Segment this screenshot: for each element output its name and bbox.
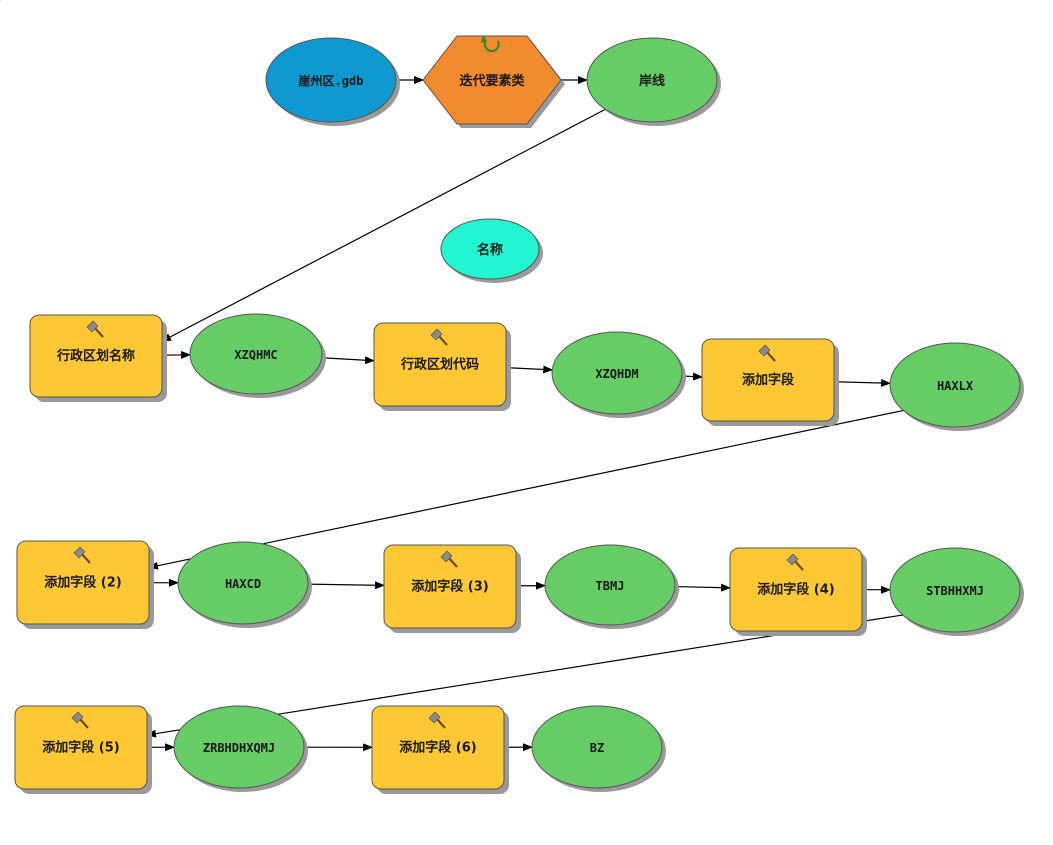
- tool-rect: [383, 544, 517, 629]
- tool-rect: [371, 705, 505, 790]
- node-d7[interactable]: ZRBHDHXQMJ: [173, 705, 308, 792]
- node-t2[interactable]: 行政区划代码: [373, 322, 511, 411]
- data-ellipse: [889, 547, 1021, 633]
- node-anxian[interactable]: 岸线: [586, 37, 721, 126]
- node-label: 崖州区.gdb: [299, 73, 364, 88]
- data-ellipse: [889, 342, 1021, 428]
- node-gdb[interactable]: 崖州区.gdb: [265, 37, 400, 126]
- hammer-icon: [73, 546, 91, 564]
- tool-rect: [16, 540, 150, 625]
- node-d1[interactable]: XZQHMC: [189, 313, 326, 398]
- node-label: ZRBHDHXQMJ: [203, 741, 275, 755]
- node-label: 添加字段 (2): [44, 575, 121, 591]
- node-label: 名称: [477, 242, 503, 258]
- node-t1[interactable]: 行政区划名称: [29, 314, 167, 402]
- hammer-icon: [786, 553, 804, 571]
- data-ellipse: [544, 544, 676, 626]
- node-mingcheng[interactable]: 名称: [440, 218, 543, 283]
- node-label: 行政区划名称: [56, 348, 135, 364]
- node-label: 添加字段 (4): [757, 582, 834, 598]
- node-label: TBMJ: [596, 579, 625, 593]
- tool-rect: [701, 338, 835, 422]
- node-iter[interactable]: 迭代要素类: [422, 35, 565, 128]
- data-ellipse: [177, 541, 309, 625]
- data-ellipse: [586, 37, 718, 123]
- node-d5[interactable]: TBMJ: [544, 544, 679, 629]
- node-t6[interactable]: 添加字段 (4): [729, 547, 867, 636]
- node-label: 岸线: [639, 73, 665, 89]
- node-label: XZQHMC: [234, 348, 277, 362]
- iterator-hexagon: [422, 35, 562, 125]
- hammer-icon: [430, 328, 448, 346]
- tool-rect: [29, 314, 163, 398]
- node-d2[interactable]: XZQHDM: [551, 331, 686, 418]
- edge-anxian-t1: [161, 108, 606, 342]
- node-label: STBHHXMJ: [926, 584, 984, 598]
- data-ellipse: [189, 313, 323, 395]
- edge-d3-t4: [148, 407, 915, 570]
- node-d8[interactable]: BZ: [531, 705, 666, 792]
- tool-rect: [373, 322, 507, 407]
- node-label: 添加字段 (6): [399, 740, 476, 756]
- input-ellipse: [265, 37, 397, 123]
- node-label: XZQHDM: [595, 367, 638, 381]
- node-label: 添加字段 (3): [411, 579, 488, 595]
- node-label: 添加字段: [742, 372, 794, 388]
- node-t8[interactable]: 添加字段 (6): [371, 705, 509, 794]
- node-label: BZ: [590, 741, 604, 755]
- node-label: 迭代要素类: [459, 73, 525, 89]
- edge-t2-d2: [505, 365, 554, 374]
- node-t4[interactable]: 添加字段 (2): [16, 540, 154, 629]
- refresh-icon: [481, 35, 500, 53]
- node-t7[interactable]: 添加字段 (5): [14, 705, 152, 794]
- hammer-icon: [440, 550, 458, 568]
- node-t5[interactable]: 添加字段 (3): [383, 544, 521, 633]
- hammer-icon: [86, 320, 104, 338]
- data-ellipse: [173, 705, 305, 789]
- node-label: HAXLX: [937, 379, 974, 393]
- data-ellipse: [531, 705, 663, 789]
- data-ellipse: [551, 331, 683, 415]
- hammer-icon: [758, 344, 776, 362]
- edge-d5-t6: [674, 583, 731, 592]
- tool-rect: [14, 705, 148, 790]
- node-t3[interactable]: 添加字段: [701, 338, 839, 426]
- hammer-icon: [71, 711, 89, 729]
- node-label: HAXCD: [225, 577, 261, 591]
- value-ellipse: [440, 218, 540, 280]
- node-label: 添加字段 (5): [42, 740, 119, 756]
- tool-rect: [729, 547, 863, 632]
- edge-d4-t5: [307, 581, 385, 590]
- edge-d1-t2: [321, 356, 375, 365]
- edge-t3-d3: [833, 379, 892, 388]
- node-d4[interactable]: HAXCD: [177, 541, 312, 628]
- node-d6[interactable]: STBHHXMJ: [889, 547, 1024, 636]
- node-label: 行政区划代码: [400, 357, 479, 373]
- node-d3[interactable]: HAXLX: [889, 342, 1024, 431]
- hammer-icon: [428, 711, 446, 729]
